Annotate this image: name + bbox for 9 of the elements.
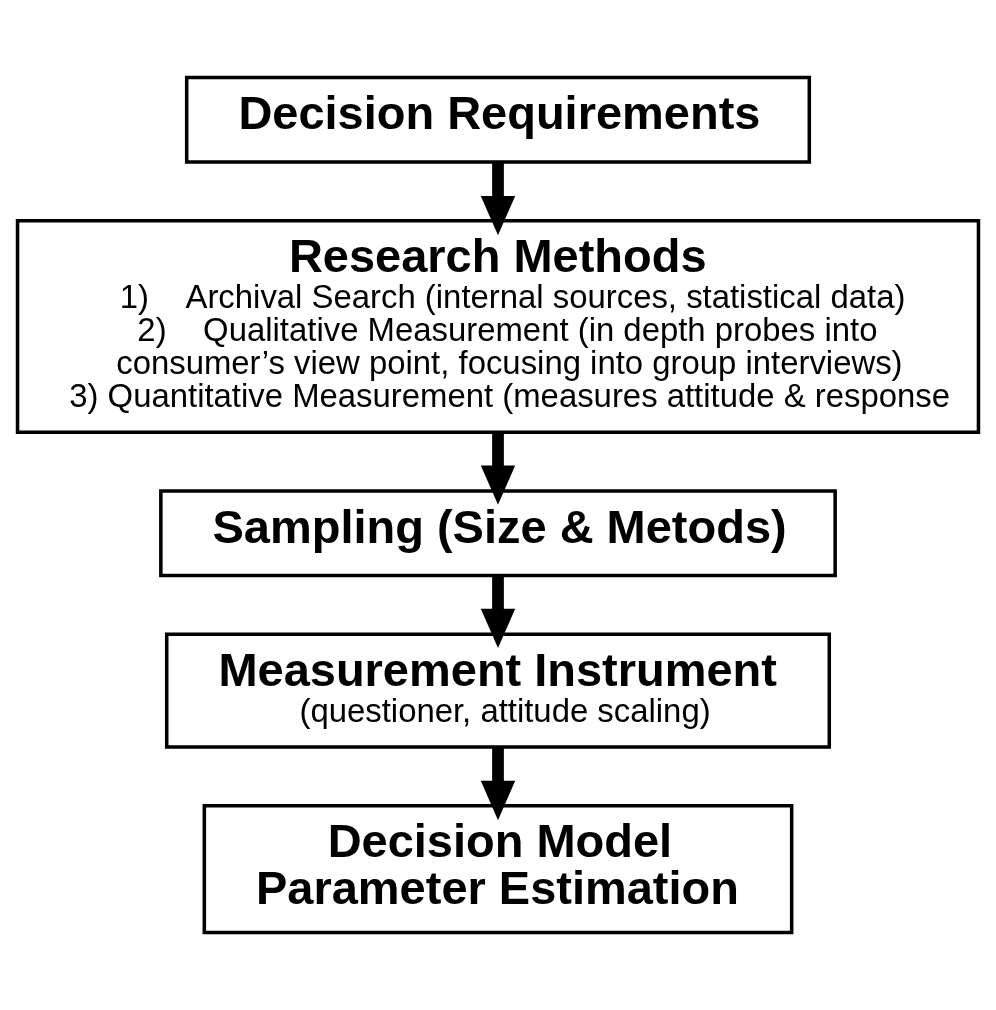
node-box: Decision Model Parameter Estimation — [202, 803, 794, 935]
node-box: Research Methods 1) Archival Search (internal sources, statistical data) 2) Qualitative Measurement (in depth probes into consumer’s view point, focusing into group interviews) 3) Quantitative Measurement (measures attitude & response — [15, 218, 981, 434]
node-box: Sampling (Size & Metods) — [159, 489, 837, 578]
arrow — [480, 432, 516, 505]
node-box: Decision Requirements — [184, 75, 812, 164]
node-box: Measurement Instrument (questioner, attitude scaling) — [164, 632, 832, 749]
arrow — [480, 162, 516, 236]
arrow — [480, 575, 516, 649]
arrow — [480, 747, 516, 821]
